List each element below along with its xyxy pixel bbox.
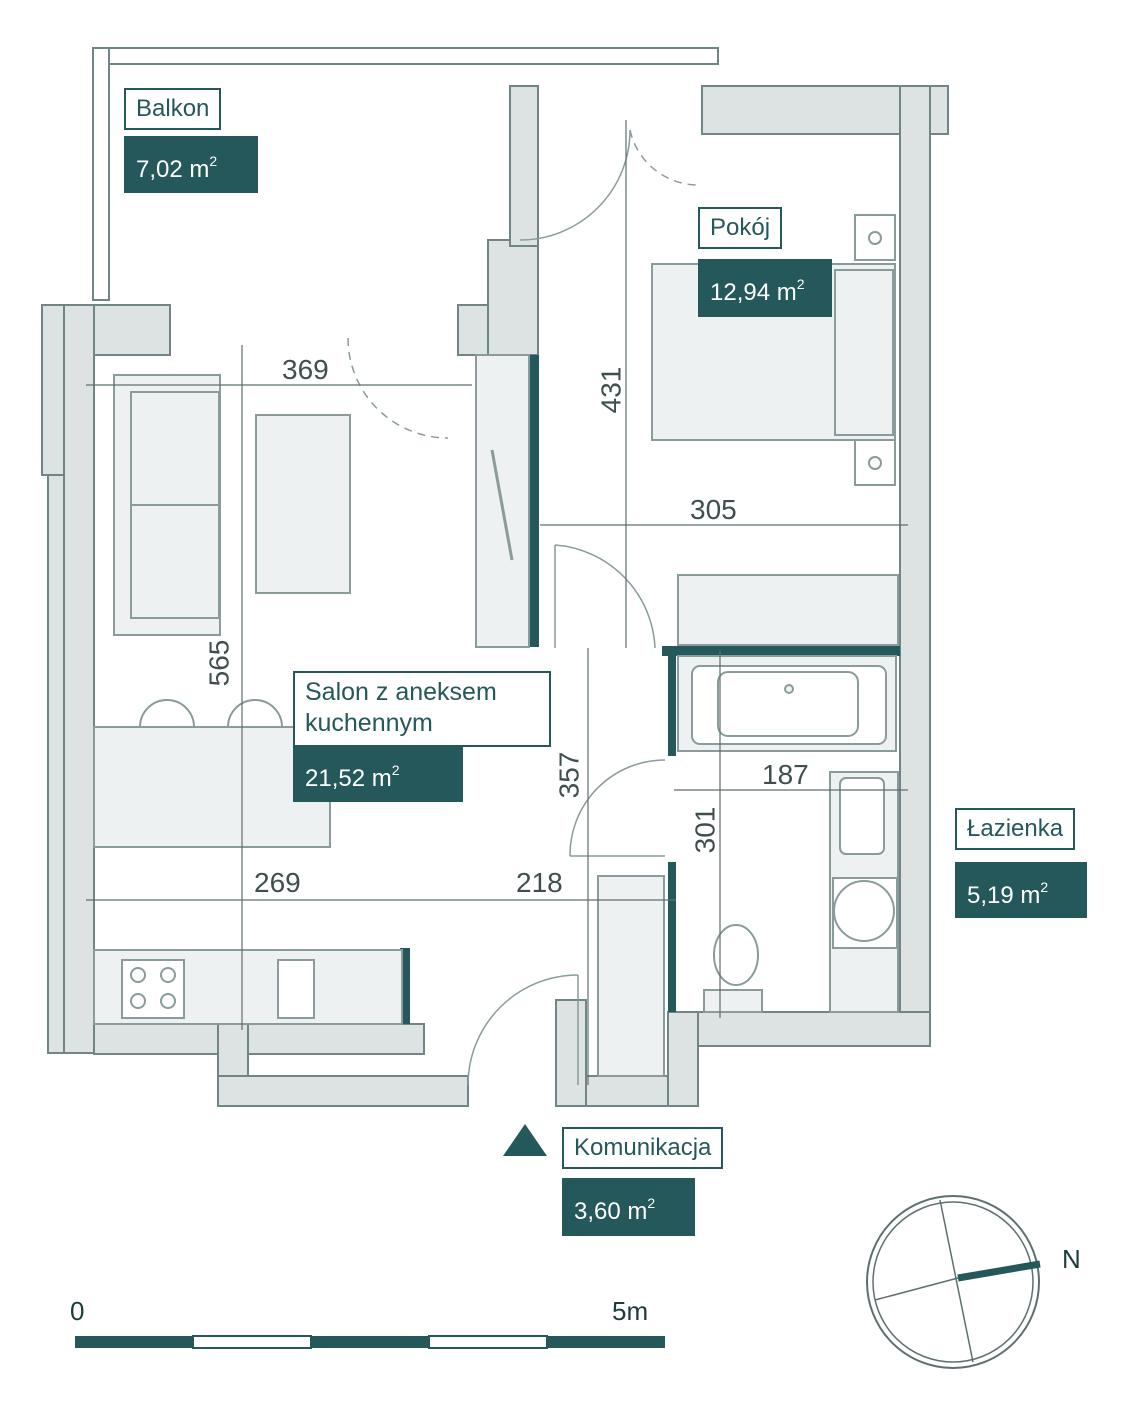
compass-icon — [866, 1195, 1041, 1369]
area-unit: m — [627, 1198, 648, 1225]
scale-bar — [75, 1335, 665, 1349]
scale-end-label: 5m — [612, 1296, 649, 1326]
area-unit: m — [1020, 882, 1041, 909]
room-label-pokoj: Pokój — [698, 207, 783, 249]
room-name: Balkon — [136, 95, 210, 122]
dimension-357: 357 — [553, 751, 585, 799]
area-exponent: 2 — [391, 762, 400, 778]
entrance-arrow-icon — [503, 1124, 547, 1156]
area-unit: m — [371, 765, 392, 792]
north-label: N — [1062, 1244, 1081, 1274]
area-value: 5,19 — [967, 882, 1014, 909]
dimension-269: 269 — [254, 867, 301, 898]
area-value: 7,02 — [136, 156, 183, 183]
scale-start-label: 0 — [70, 1296, 85, 1326]
dimension-301: 301 — [689, 806, 721, 854]
dimension-565: 565 — [203, 639, 235, 687]
room-label-komunikacja: Komunikacja — [562, 1127, 724, 1169]
room-label-lazienka: Łazienka — [955, 808, 1076, 850]
furniture — [93, 214, 899, 1077]
area-exponent: 2 — [209, 153, 218, 169]
area-value: 3,60 — [574, 1198, 621, 1225]
room-name: Pokój — [710, 214, 771, 241]
area-exponent: 2 — [647, 1195, 656, 1211]
dimension-431: 431 — [595, 366, 627, 414]
room-name-line2: kuchennym — [305, 709, 433, 737]
dimension-lines — [86, 120, 908, 1085]
room-name: Łazienka — [967, 815, 1064, 842]
area-value: 12,94 — [710, 279, 771, 306]
dimension-369: 369 — [282, 354, 329, 385]
room-name: Salon z aneksem — [305, 678, 497, 706]
area-value: 21,52 — [305, 765, 366, 792]
room-label-balkon: Balkon — [124, 88, 222, 130]
area-unit: m — [189, 156, 210, 183]
room-area-salon: 21,52 m2 — [293, 745, 463, 802]
accent-walls — [400, 355, 900, 1024]
area-exponent: 2 — [796, 276, 805, 292]
doors — [347, 129, 701, 1086]
room-area-balkon: 7,02 m2 — [124, 136, 258, 193]
room-area-pokoj: 12,94 m2 — [698, 259, 832, 317]
room-area-lazienka: 5,19 m2 — [955, 862, 1087, 918]
room-area-komunikacja: 3,60 m2 — [562, 1178, 695, 1236]
area-exponent: 2 — [1040, 879, 1049, 895]
room-name: Komunikacja — [574, 1134, 712, 1161]
dimension-305: 305 — [690, 494, 737, 525]
walls — [41, 47, 949, 1107]
dimension-187: 187 — [762, 759, 809, 790]
dimension-218: 218 — [516, 867, 563, 898]
room-label-salon: Salon z aneksem kuchennym — [293, 671, 551, 747]
area-unit: m — [776, 279, 797, 306]
